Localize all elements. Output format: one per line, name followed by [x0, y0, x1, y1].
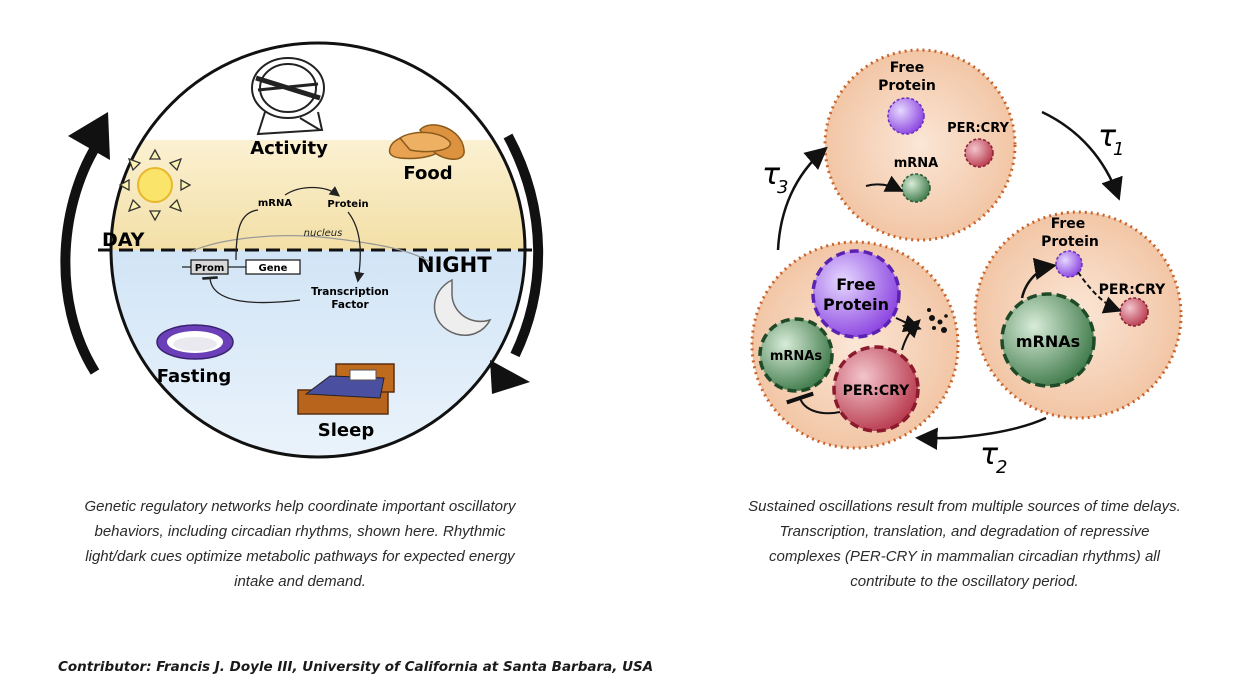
top-free-label-2: Protein	[878, 78, 936, 94]
tf-label-2: Factor	[331, 299, 369, 311]
gene-box	[245, 259, 301, 275]
right-percry-label: PER:CRY	[1099, 282, 1166, 298]
caption-left: Genetic regulatory networks help coordin…	[84, 498, 516, 590]
right-mrnas-label: mRNAs	[1016, 332, 1080, 351]
moon-icon	[433, 278, 492, 336]
top-mrna	[901, 173, 931, 203]
svg-text:1: 1	[1113, 139, 1124, 160]
left-mrnas-label: mRNAs	[770, 349, 822, 364]
circadian-diagram: Activity Food DAY NIGHT nucleus Prom Gen…	[60, 0, 560, 480]
svg-text:τ: τ	[762, 157, 781, 192]
svg-text:τ: τ	[1098, 119, 1117, 154]
top-free-protein	[887, 97, 925, 135]
right-mrnas	[1000, 292, 1096, 388]
tau3-arrow	[776, 146, 828, 251]
fasting-label: Fasting	[157, 366, 232, 387]
left-free-label-1: Free	[836, 275, 876, 294]
import-arrow	[347, 211, 365, 283]
nucleus-membrane	[189, 235, 431, 263]
night-label: NIGHT	[417, 253, 492, 277]
left-free-protein	[811, 249, 901, 339]
top-free-label-1: Free	[890, 60, 925, 76]
degradation-dots	[927, 308, 948, 333]
activity-label: Activity	[250, 138, 328, 159]
night-background	[111, 250, 525, 457]
svg-text:τ: τ	[980, 437, 999, 472]
left-free-label-2: Protein	[823, 295, 889, 314]
right-cycle-arrow	[503, 133, 544, 358]
left-mrnas	[758, 317, 834, 393]
right-free-label-1: Free	[1051, 216, 1086, 232]
left-percry-label: PER:CRY	[843, 383, 910, 399]
tau2-arrow	[915, 416, 1047, 450]
left-arrow-head	[68, 112, 110, 160]
tau3-label: τ 3	[762, 157, 788, 198]
caption-right: Sustained oscillations result from multi…	[748, 498, 1181, 590]
repression-arrow	[202, 276, 301, 304]
right-percry	[1119, 297, 1149, 327]
mrna-label: mRNA	[258, 198, 292, 209]
food-label: Food	[403, 163, 452, 184]
right-arrow-head	[490, 360, 530, 394]
prom-box	[190, 259, 229, 275]
top-cell: Free Protein PER:CRY mRNA	[823, 48, 1017, 242]
time-delay-diagram: Free Protein PER:CRY mRNA Free Protein P…	[750, 48, 1183, 478]
left-percry	[832, 345, 920, 433]
nucleus-label: nucleus	[304, 228, 343, 239]
svg-text:2: 2	[996, 457, 1007, 478]
translation-arrow	[284, 186, 341, 197]
contributor-credit: Contributor: Francis J. Doyle III, Unive…	[58, 659, 654, 675]
right-free-label-2: Protein	[1041, 234, 1099, 250]
transcription-arrow	[235, 209, 259, 261]
top-percry	[964, 138, 994, 168]
prom-label: Prom	[195, 263, 225, 274]
hamster-wheel-icon	[251, 57, 325, 136]
tau1-label: τ 1	[1098, 119, 1124, 160]
tf-label-1: Transcription	[311, 286, 389, 298]
day-label: DAY	[102, 229, 145, 251]
sleep-label: Sleep	[318, 420, 375, 441]
plate-icon	[156, 324, 234, 360]
sun-icon	[118, 148, 192, 222]
protein-label: Protein	[327, 199, 368, 210]
right-cell: Free Protein PER:CRY mRNAs	[973, 210, 1183, 420]
gene-label: Gene	[259, 263, 288, 274]
top-mrna-label: mRNA	[894, 156, 939, 171]
top-percry-label: PER:CRY	[947, 121, 1009, 136]
tau2-label: τ 2	[980, 437, 1007, 478]
left-cycle-arrow	[60, 137, 105, 375]
bread-icon	[388, 124, 465, 160]
svg-text:3: 3	[777, 177, 788, 198]
bed-icon	[297, 363, 395, 415]
left-cell: Free Protein mRNAs PER:CRY	[750, 240, 960, 450]
tau1-arrow	[1041, 110, 1123, 201]
